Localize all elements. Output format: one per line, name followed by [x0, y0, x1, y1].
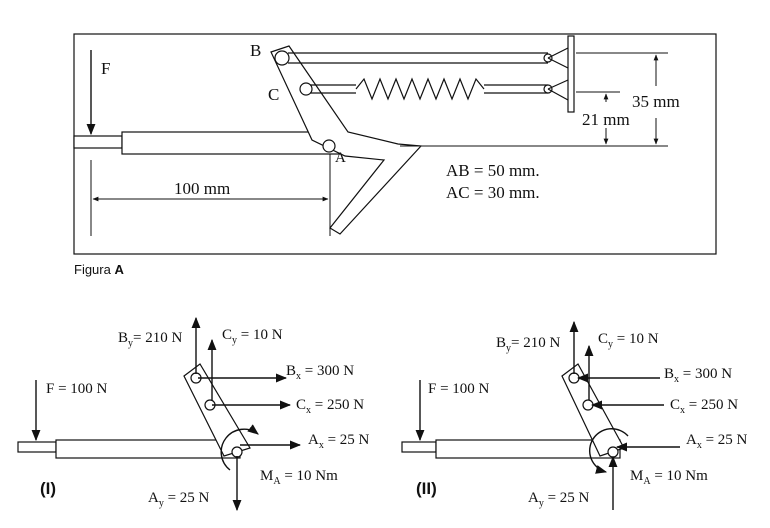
pin-b-ii [568, 372, 580, 384]
dim-100-label: 100 mm [174, 179, 230, 198]
by-label-ii: By= 210 N [496, 335, 560, 354]
point-a-label: A [335, 150, 346, 166]
bx-label-ii: Bx = 300 N [664, 366, 732, 385]
ay-label-i: Ay = 25 N [148, 490, 210, 509]
ay-label-ii: Ay = 25 N [528, 490, 590, 509]
figure-a: F B C A 100 mm 35 mm 21 mm AB = 50 mm. A… [73, 33, 717, 255]
cy-label-i: Cy = 10 N [222, 327, 283, 346]
figure-a-caption: Figura A [74, 262, 124, 277]
bent-link-i [183, 363, 251, 457]
ma-label-i: MA = 10 Nm [260, 468, 338, 487]
cx-label-i: Cx = 250 N [296, 397, 364, 416]
rod-ab [274, 47, 569, 69]
ma-label-ii: MA = 10 Nm [630, 468, 708, 487]
moment-arc-ii [589, 428, 629, 474]
diagram-ii-tag: (II) [416, 479, 437, 498]
wall-plate [567, 35, 575, 113]
moment-arc-i [220, 424, 259, 471]
dimension-35-21 [400, 52, 668, 147]
ac-length-label: AC = 30 mm. [446, 183, 540, 202]
pin-c-ii [582, 399, 594, 411]
dim-21-label: 21 mm [582, 110, 630, 129]
pin-a-i [231, 446, 243, 458]
spring-c [299, 77, 569, 101]
pin-a-ii [607, 446, 619, 458]
dim-35-label: 35 mm [632, 92, 680, 111]
force-f-label-i: F = 100 N [46, 381, 108, 397]
lever-arm-i [17, 439, 241, 459]
point-b-label: B [250, 41, 261, 60]
free-body-diagram-ii: F = 100 N By= 210 N Cy = 10 N Bx = 300 N… [401, 320, 748, 510]
free-body-diagram-i: F = 100 N By= 210 N Cy = 10 N Bx = 300 N… [17, 316, 370, 512]
ab-length-label: AB = 50 mm. [446, 161, 540, 180]
lever-arm [73, 131, 343, 155]
diagram-i-tag: (I) [40, 479, 56, 498]
force-f-label: F [101, 59, 110, 78]
dimension-100mm [90, 154, 331, 236]
force-f-label-ii: F = 100 N [428, 381, 490, 397]
lever-arm-ii [401, 439, 621, 459]
pin-a [322, 139, 336, 153]
cy-label-ii: Cy = 10 N [598, 331, 659, 350]
point-c-label: C [268, 85, 279, 104]
ax-label-i: Ax = 25 N [308, 432, 370, 451]
by-label-i: By= 210 N [118, 330, 182, 349]
ax-label-ii: Ax = 25 N [686, 432, 748, 451]
cx-label-ii: Cx = 250 N [670, 397, 738, 416]
bx-label-i: Bx = 300 N [286, 363, 354, 382]
